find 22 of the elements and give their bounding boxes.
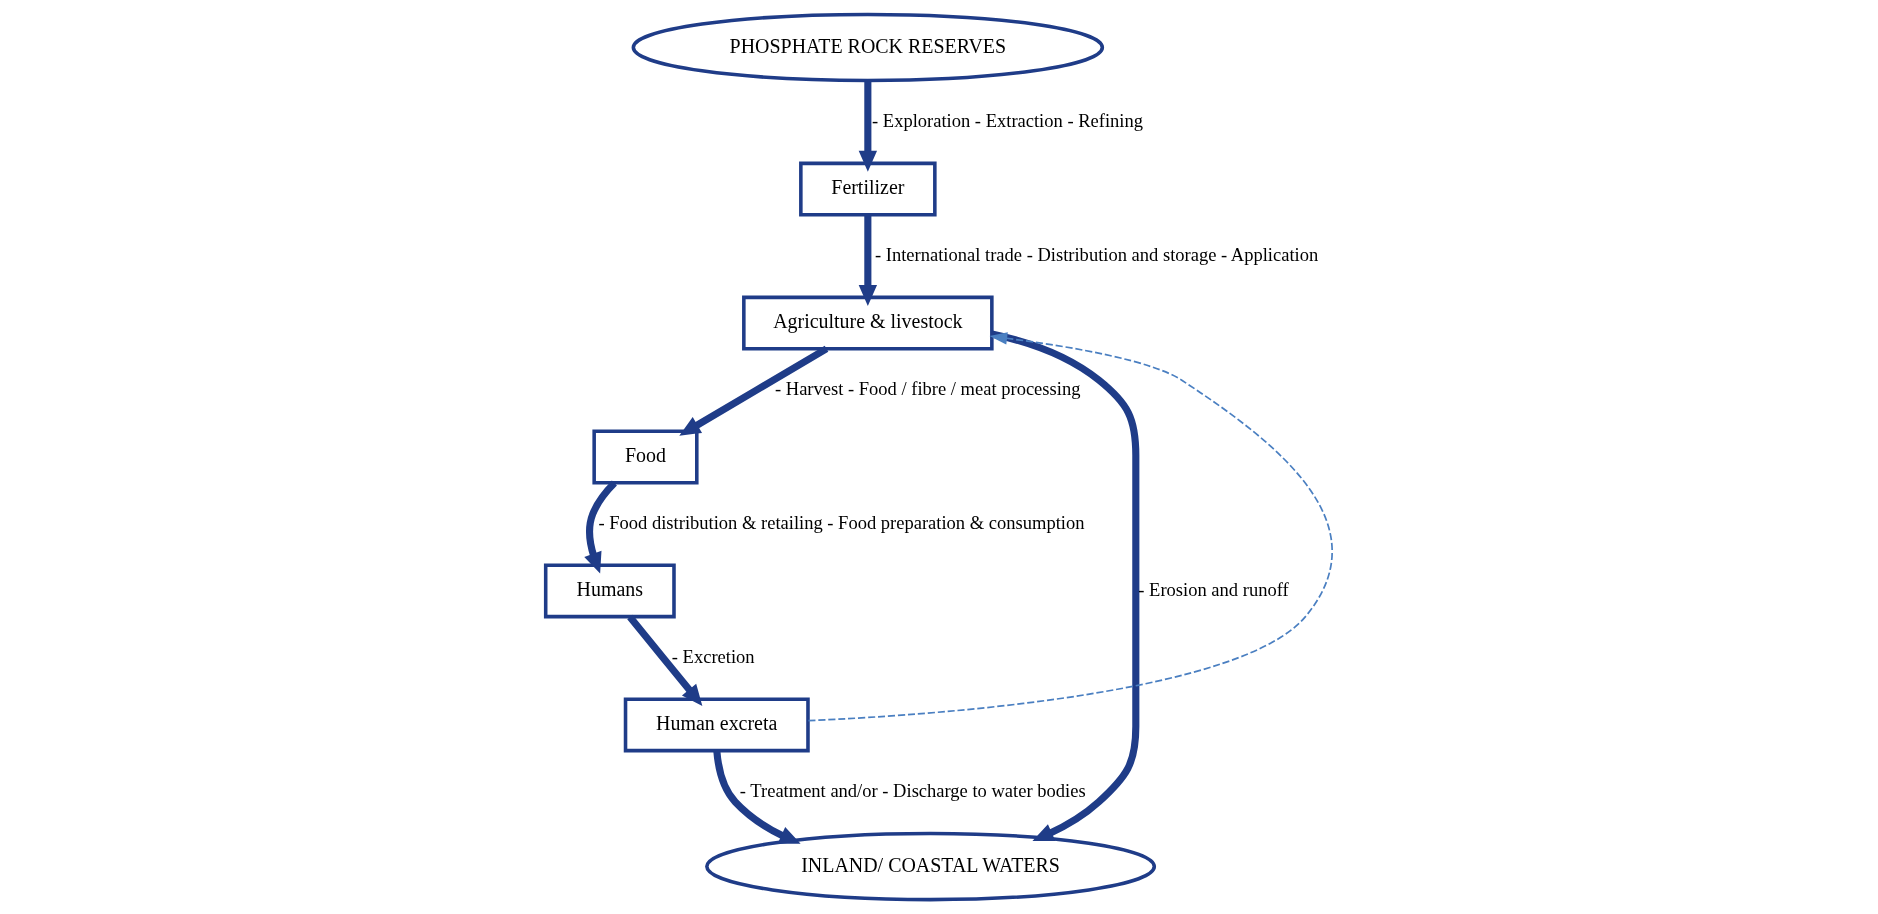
edge-label: - Food distribution & retailing - Food preparation & consumption xyxy=(598,511,1085,533)
node-box: Fertilizer xyxy=(799,161,937,217)
arrow xyxy=(807,332,1333,722)
node-box: Human excreta xyxy=(623,697,810,753)
arrow xyxy=(713,750,801,844)
node-box: Humans xyxy=(543,563,676,619)
arrow xyxy=(627,614,703,706)
node-ellipse: PHOSPHATE ROCK RESERVES xyxy=(631,12,1105,83)
arrow xyxy=(991,330,1140,842)
edge-label: - Harvest - Food / fibre / meat processing xyxy=(774,377,1081,399)
arrow xyxy=(858,215,878,306)
edge-label: - Treatment and/or - Discharge to water bodies xyxy=(739,779,1086,801)
node-ellipse: INLAND/ COASTAL WATERS xyxy=(705,831,1157,902)
node-box: Food xyxy=(592,429,699,485)
arrow xyxy=(858,81,878,172)
node-box: Agriculture & livestock xyxy=(742,295,994,351)
arrow xyxy=(584,480,617,574)
edge-label: - Erosion and runoff xyxy=(1138,578,1289,600)
edge-label: - International trade - Distribution and storage - Application xyxy=(875,243,1319,265)
edge-label: - Excretion xyxy=(671,645,755,667)
edge-label: - Exploration - Extraction - Refining xyxy=(872,109,1144,131)
arrow xyxy=(679,345,829,436)
